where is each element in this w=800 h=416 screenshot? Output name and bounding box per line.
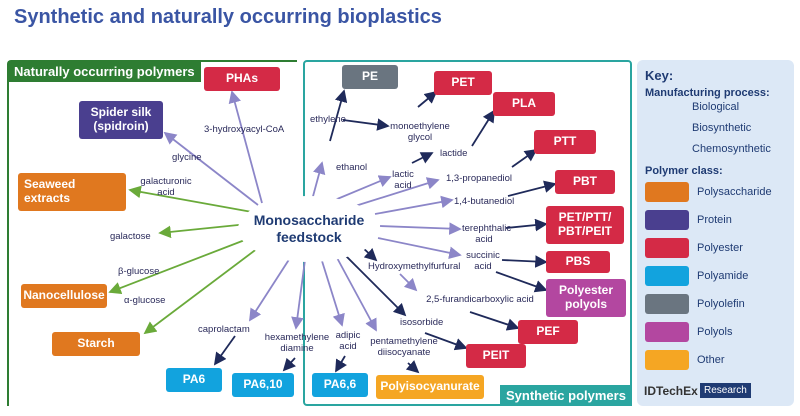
swatch-polysaccharide [645,182,689,202]
label-beta-glucose: β-glucose [118,266,160,277]
research-logo: Research [700,383,751,398]
key-class-polyamide: Polyamide [697,270,749,282]
node-pbs: PBS [546,251,610,273]
label-alpha-glucose: α-glucose [124,295,166,306]
key-panel [637,60,794,406]
key-title: Key: [645,68,674,83]
key-biosynthetic: Biosynthetic [692,122,752,134]
key-chemosynthetic: Chemosynthetic [692,143,771,155]
node-pa610: PA6,10 [232,373,294,397]
swatch-polyester [645,238,689,258]
center-line1: Monosaccharide [253,212,365,229]
node-phas: PHAs [204,67,280,91]
label-monoethylene: monoethylene glycol [390,121,450,144]
label-lactic: lactic acid [392,169,414,192]
node-pet-group: PET/PTT/ PBT/PEIT [546,206,624,244]
node-pa6: PA6 [166,368,222,392]
label-lactide: lactide [440,148,468,159]
key-process-title: Manufacturing process: [645,87,770,99]
label-ethanol: ethanol [336,162,368,173]
node-polyester-polyols: Polyester polyols [546,279,626,317]
idtechex-logo: IDTechEx [644,384,698,398]
key-class-polyolefin: Polyolefin [697,298,745,310]
label-adipic: adipic acid [335,330,361,353]
key-class-other: Other [697,354,725,366]
key-class-polyols: Polyols [697,326,733,338]
node-ptt: PTT [534,130,596,154]
label-galactose: galactose [110,231,151,242]
label-butanediol: 1,4-butanediol [454,196,515,207]
label-hmda: hexamethylene diamine [264,332,330,355]
node-polyisocyanurate: Polyisocyanurate [376,375,484,399]
swatch-polyols [645,322,689,342]
node-pla: PLA [493,92,555,116]
label-glycine: glycine [172,152,202,163]
node-seaweed: Seaweed extracts [18,173,126,211]
node-pe: PE [342,65,398,89]
natural-region-label: Naturally occurring polymers [8,61,201,82]
center-line2: feedstock [276,229,342,245]
node-pbt: PBT [555,170,615,194]
label-galacturonic: galacturonic acid [140,176,192,199]
label-pdi: pentamethylene diisocyanate [370,336,438,359]
label-isosorbide: isosorbide [400,317,444,328]
key-class-title: Polymer class: [645,165,723,177]
key-class-polysaccharide: Polysaccharide [697,186,772,198]
node-pef: PEF [518,320,578,344]
synthetic-region-label: Synthetic polymers [500,385,632,406]
label-terephthalic: terephthalic acid [462,223,512,246]
swatch-other [645,350,689,370]
swatch-protein [645,210,689,230]
label-hydroxyacyl: 3-hydroxyacyl-CoA [204,124,285,135]
key-class-polyester: Polyester [697,242,743,254]
key-class-protein: Protein [697,214,732,226]
node-starch: Starch [52,332,140,356]
node-peit: PEIT [466,344,526,368]
label-succinic: succinic acid [466,250,500,273]
label-fdca: 2,5-furandicarboxylic acid [426,294,534,305]
page-title: Synthetic and naturally occurring biopla… [14,6,442,28]
swatch-polyolefin [645,294,689,314]
key-biological: Biological [692,101,740,113]
swatch-polyamide [645,266,689,286]
node-pet: PET [434,71,492,95]
node-pa66: PA6,6 [312,373,368,397]
label-ethylene: ethylene [310,114,346,125]
label-caprolactam: caprolactam [198,324,250,335]
node-nanocellulose: Nanocellulose [21,284,107,308]
label-propanediol: 1,3-propanediol [446,173,513,184]
label-hmf: Hydroxymethylfurfural [368,261,461,272]
node-spider-silk: Spider silk (spidroin) [79,101,163,139]
